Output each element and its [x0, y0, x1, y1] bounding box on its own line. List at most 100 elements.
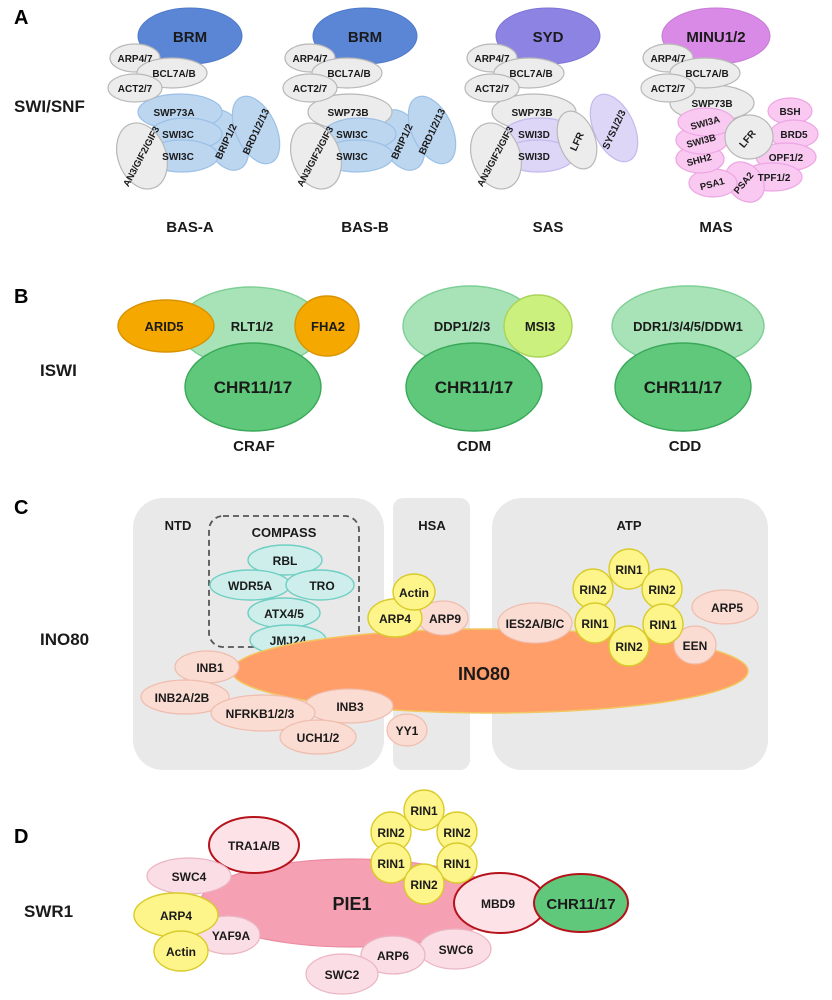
region-hsa-label: HSA	[418, 518, 446, 533]
lfr-node	[724, 114, 774, 160]
rin-top-label: RIN1	[410, 804, 438, 818]
tra-label: TRA1A/B	[228, 839, 280, 853]
uch-label: UCH1/2	[297, 731, 340, 745]
swc2-label: SWC2	[325, 968, 360, 982]
rin-top-node	[403, 789, 445, 831]
region-atp-label: ATP	[616, 518, 641, 533]
chr-node	[614, 342, 752, 432]
swc6-label: SWC6	[439, 943, 474, 957]
tra-node	[208, 816, 300, 874]
brd5-label: BRD5	[780, 130, 808, 141]
compass-box	[208, 515, 360, 648]
arp-label: ARP4/7	[292, 54, 327, 65]
panel-b-letter: B	[14, 286, 28, 308]
rin2c-label: RIN2	[615, 640, 643, 654]
arid5-label: ARID5	[144, 319, 183, 334]
act-label: ACT2/7	[118, 84, 153, 95]
inb2-node	[140, 679, 230, 715]
rin1b-node	[642, 603, 684, 645]
nfrkb-node	[210, 694, 316, 732]
pie1-label: PIE1	[332, 894, 371, 914]
swc2-node	[305, 953, 379, 995]
arp6-label: ARP6	[377, 949, 409, 963]
act-node	[282, 73, 338, 103]
bcl-label: BCL7A/B	[509, 69, 552, 80]
rbl-node	[247, 544, 323, 576]
chr-node	[184, 342, 322, 432]
brm-label: BRM	[348, 29, 382, 46]
inb2-label: INB2A/2B	[155, 691, 210, 705]
uch-node	[279, 719, 357, 755]
rin-r1-label: RIN2	[443, 826, 471, 840]
swp-label: SWP73A	[153, 108, 194, 119]
arp4-label: ARP4	[379, 612, 411, 626]
chr-label: CHR11/17	[644, 378, 722, 397]
inb3-label: INB3	[336, 700, 364, 714]
een-node	[673, 625, 717, 665]
complex-name-cdm: CDM	[457, 438, 491, 455]
arp9-label: ARP9	[429, 612, 461, 626]
complex-name-sas: SAS	[533, 219, 564, 236]
bsh-label: BSH	[779, 107, 800, 118]
msi3-node	[503, 294, 573, 358]
fha2-label: FHA2	[311, 319, 345, 334]
arp5-label: ARP5	[711, 601, 743, 615]
region-ntd-label: NTD	[165, 518, 192, 533]
swp-label: SWP73B	[327, 108, 368, 119]
minu-label: MINU1/2	[686, 29, 745, 46]
arid5-node	[117, 299, 215, 353]
an3-node	[290, 122, 342, 190]
panel-d-letter: D	[14, 826, 28, 848]
act-node	[107, 73, 163, 103]
act-node	[464, 73, 520, 103]
arp-label: ARP4/7	[117, 54, 152, 65]
rin-top-label: RIN1	[615, 563, 643, 577]
tro-node	[285, 569, 355, 601]
act-label: ACT2/7	[475, 84, 510, 95]
ies2-label: IES2A/B/C	[506, 617, 565, 631]
rin-top-node	[608, 548, 650, 590]
brm-label: BRM	[173, 29, 207, 46]
swi3c-label-1: SWI3C	[336, 130, 368, 141]
yaf-label: YAF9A	[212, 929, 251, 943]
actin-label: Actin	[166, 945, 196, 959]
complex-bas-a: BRM ARP4/7 BCL7A/B ACT2/7 SWP73A SWI3C S…	[107, 7, 281, 236]
msi3-label: MSI3	[525, 319, 555, 334]
opf-label: OPF1/2	[769, 153, 804, 164]
complex-name-mas: MAS	[699, 219, 732, 236]
inb1-label: INB1	[196, 661, 224, 675]
chr-label: CHR11/17	[214, 378, 292, 397]
act-label: ACT2/7	[293, 84, 328, 95]
rin2c-node	[608, 625, 650, 667]
swi3c-label-1: SWI3C	[162, 130, 194, 141]
chr-node	[533, 873, 629, 933]
compass-subcomplex: COMPASS RBL WDR5A TRO ATX4/5 JMJ24	[208, 515, 360, 656]
chr-label: CHR11/17	[435, 378, 513, 397]
complex-cdd: DDR1/3/4/5/DDW1 CHR11/17 CDD	[611, 285, 765, 455]
yy1-label: YY1	[396, 724, 419, 738]
yy1-node	[386, 713, 428, 747]
swi3d-label-1: SWI3D	[518, 130, 550, 141]
arp5-node	[691, 589, 759, 625]
arp4-label: ARP4	[160, 909, 192, 923]
bcl-label: BCL7A/B	[152, 69, 195, 80]
sys-node	[589, 93, 639, 163]
actin-node	[392, 573, 436, 611]
complex-cdm: DDP1/2/3 MSI3 CHR11/17 CDM	[402, 285, 573, 455]
nfrkb-label: NFRKB1/2/3	[226, 707, 295, 721]
chr-node	[405, 342, 543, 432]
rin-l1-label: RIN2	[377, 826, 405, 840]
tpf-label: TPF1/2	[758, 173, 791, 184]
rin2a-label: RIN2	[579, 583, 607, 597]
syd-label: SYD	[533, 29, 564, 46]
compass-title: COMPASS	[252, 525, 317, 540]
rin1a-label: RIN1	[581, 617, 609, 631]
complex-bas-b: BRM ARP4/7 BCL7A/B ACT2/7 SWP73B SWI3C S…	[282, 7, 457, 236]
complex-name-bas-b: BAS-B	[341, 219, 389, 236]
complex-mas: MINU1/2 ARP4/7 BCL7A/B ACT2/7 SWP73B SWI…	[640, 7, 819, 236]
rin-bot-node	[403, 863, 445, 905]
family-iswi: ISWI	[40, 361, 77, 380]
swi3c-label-2: SWI3C	[162, 152, 194, 163]
wdr5a-label: WDR5A	[228, 579, 272, 593]
swi3c-label-2: SWI3C	[336, 152, 368, 163]
